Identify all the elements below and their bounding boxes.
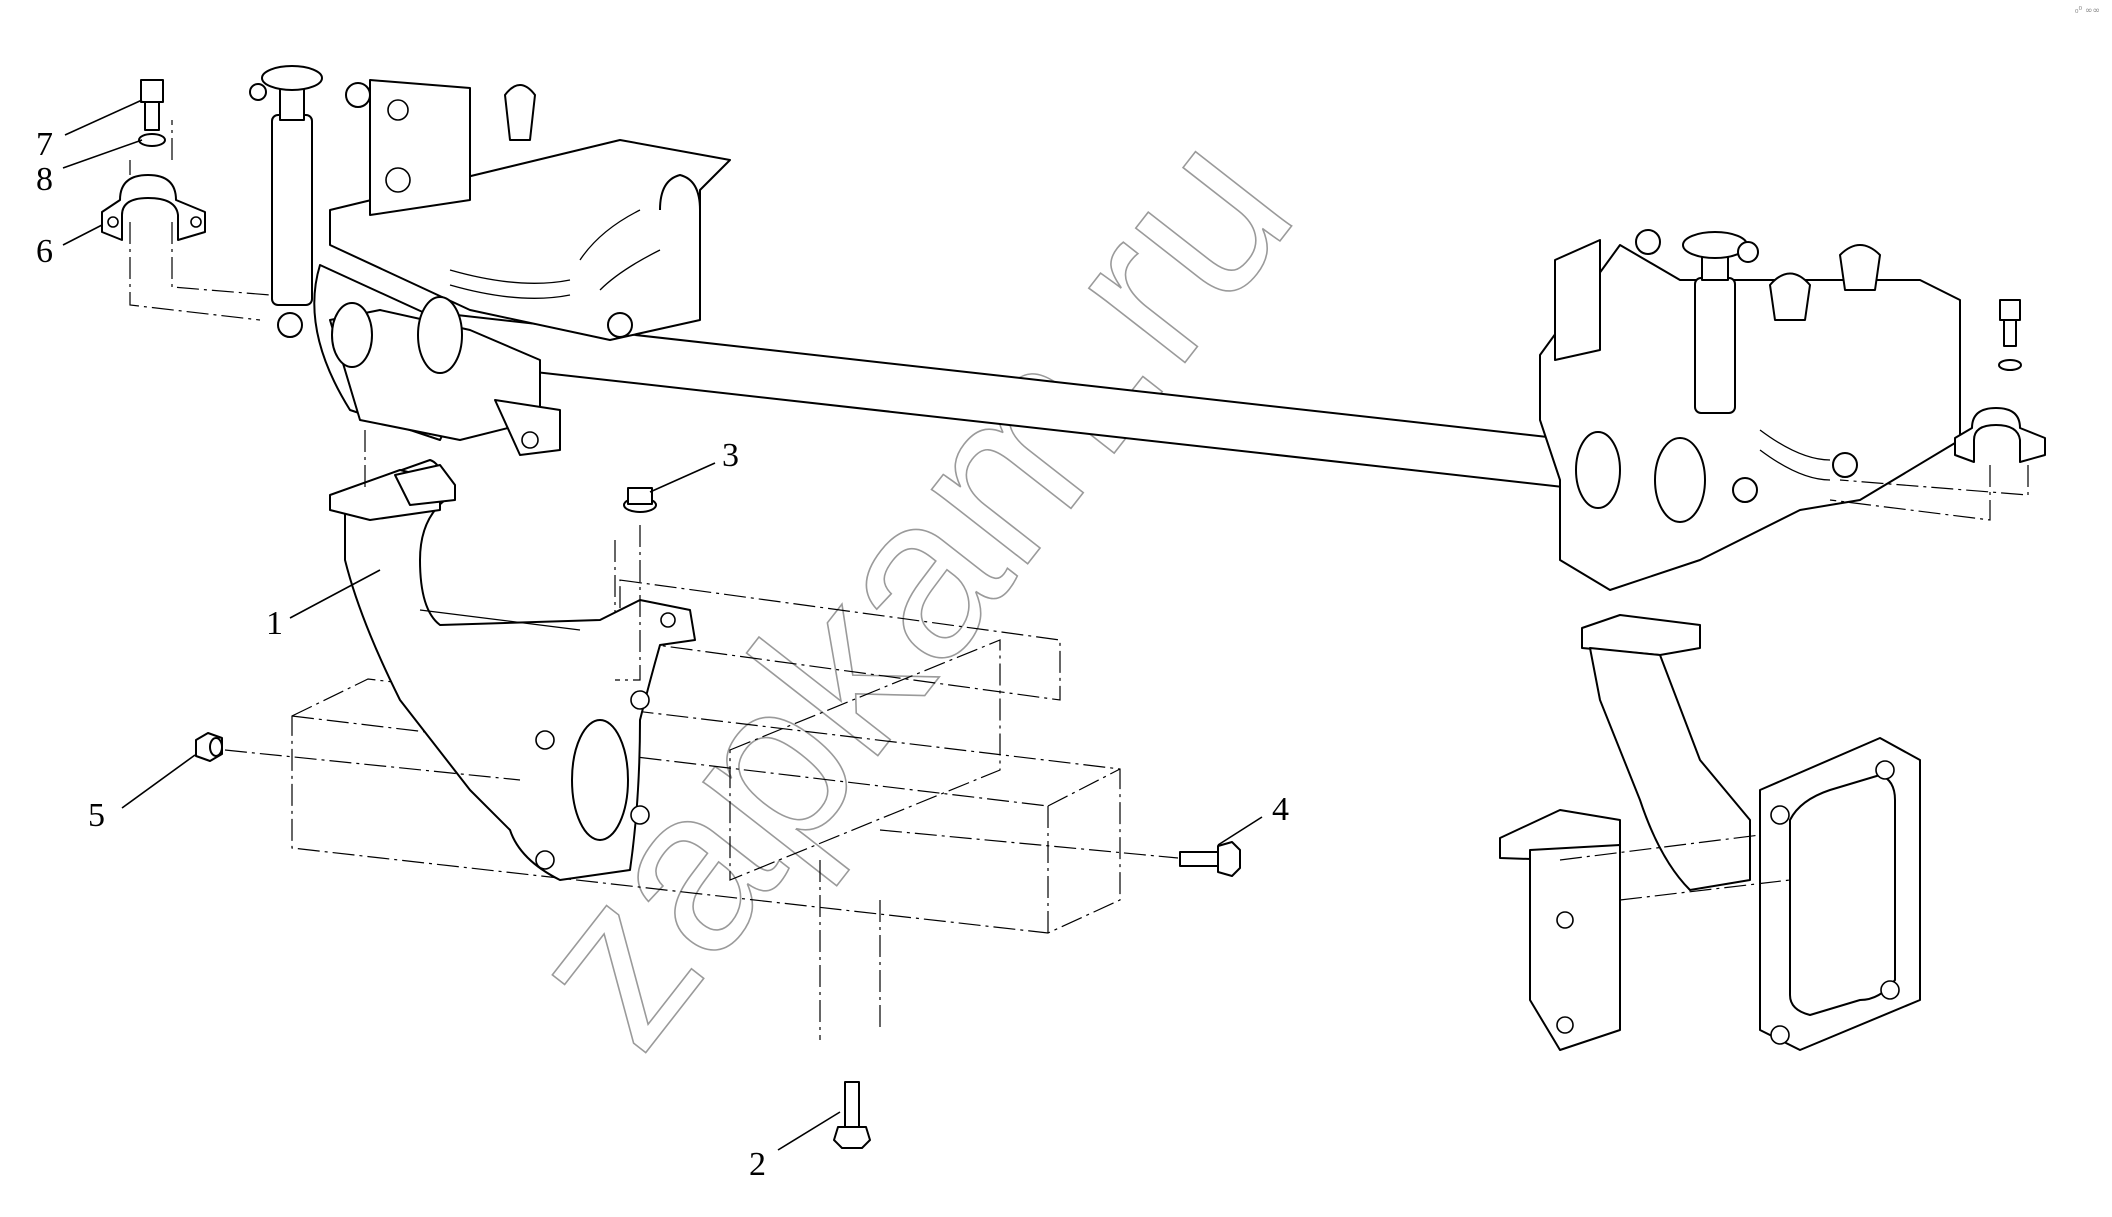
frame-rail-phantom-left: [291, 678, 1121, 934]
leader-2: [777, 1111, 841, 1151]
leader-7: [64, 99, 143, 136]
washer-right: [1998, 359, 2022, 371]
bolt-right: [1999, 299, 2021, 347]
part-7-bolt: [140, 79, 164, 131]
clamp-right: [1954, 407, 2046, 463]
leader-3: [649, 462, 716, 493]
leader-lines: [62, 99, 1263, 1151]
leader-6: [62, 224, 103, 246]
callout-8: 8: [36, 161, 53, 198]
part-5-nut: [195, 732, 223, 762]
callout-5: 5: [88, 797, 105, 834]
phantom-line-part-4: [879, 829, 1179, 859]
part-2-bolt: [833, 1081, 871, 1149]
part-8-washer: [138, 133, 166, 147]
leader-8: [62, 139, 143, 169]
right-suspension-assembly: [1539, 229, 1961, 591]
leader-1: [289, 569, 381, 619]
callout-1: 1: [266, 605, 283, 642]
leader-5: [121, 754, 196, 809]
callout-7: 7: [36, 126, 53, 163]
callout-6: 6: [36, 233, 53, 270]
phantom-lines-left-clamp: [129, 120, 271, 321]
callout-3: 3: [722, 437, 739, 474]
left-suspension-assembly: [249, 65, 731, 456]
phantom-line-part-5: [224, 749, 521, 781]
phantom-lines-right-clamp: [1829, 465, 1991, 521]
callout-2: 2: [749, 1146, 766, 1183]
leader-4: [1217, 816, 1263, 846]
part-3-flange-nut: [623, 487, 657, 513]
bracket-right: [1499, 614, 1921, 1051]
phantom-lines-part-3: [615, 525, 641, 681]
corner-mark: ₀⁰ ∞∞: [2074, 6, 2100, 16]
part-4-bolt: [1179, 841, 1241, 877]
part-6-clamp-left: [101, 174, 206, 241]
callout-4: 4: [1272, 791, 1289, 828]
phantom-line-right-clamp-2: [1839, 465, 2029, 496]
part-1-bracket: [329, 459, 696, 881]
